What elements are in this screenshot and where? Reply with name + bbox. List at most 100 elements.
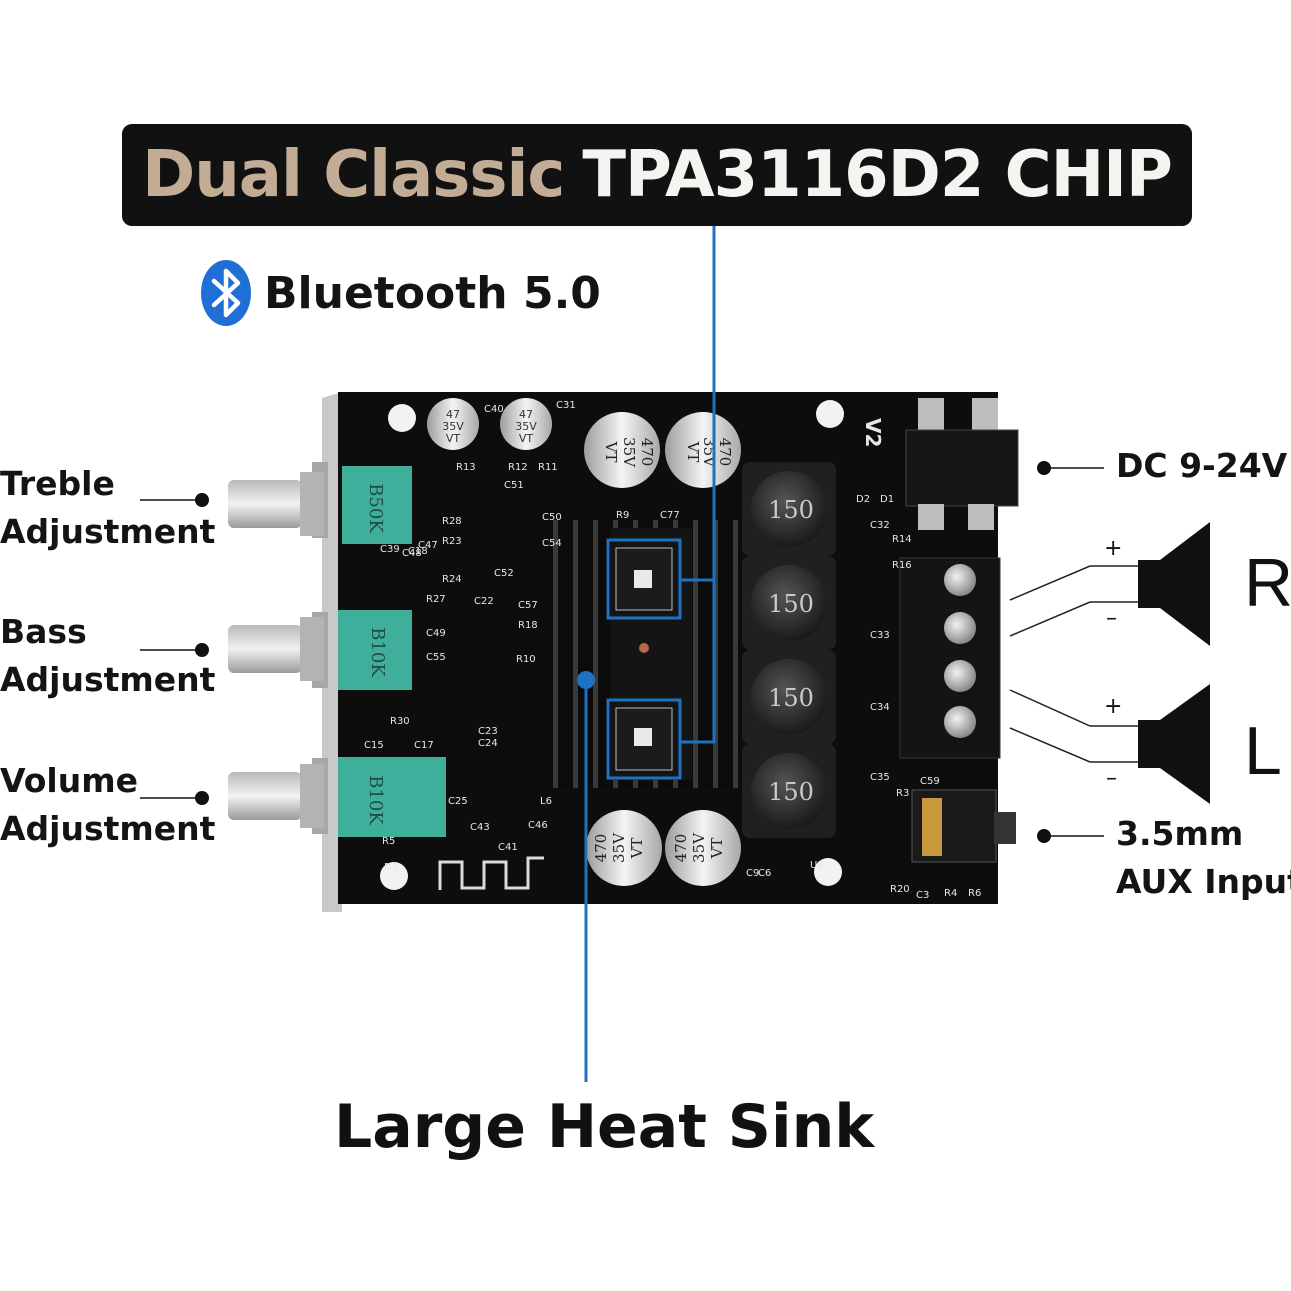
- aux-callout: 3.5mm AUX Input: [1116, 810, 1291, 906]
- big-cap-3-voltage: 35V: [610, 832, 628, 863]
- volume-callout: Volume Adjustment: [0, 757, 215, 853]
- big-cap-1-value: 470: [638, 438, 656, 467]
- aux-jack: [911, 789, 1016, 863]
- heat-sink-label: Large Heat Sink: [334, 1092, 875, 1162]
- right-plus-sign: +: [1104, 536, 1123, 561]
- component-ref-label: C17: [414, 740, 434, 751]
- small-cap-b-voltage: 35V: [515, 420, 537, 433]
- right-minus-sign: –: [1106, 606, 1117, 631]
- component-ref-label: C6: [758, 868, 772, 879]
- component-ref-label: D2: [856, 494, 871, 505]
- component-ref-label: C48: [402, 548, 422, 559]
- component-ref-label: R30: [390, 716, 410, 727]
- component-ref-label: C35: [870, 772, 890, 783]
- large-capacitors: [584, 412, 741, 886]
- big-cap-4-series: VT: [708, 838, 726, 860]
- dc-callout: DC 9-24V: [1116, 446, 1288, 485]
- component-ref-label: C18: [408, 546, 428, 557]
- component-ref-label: C46: [528, 820, 548, 831]
- bass-label-line2: Adjustment: [0, 660, 216, 699]
- component-ref-label: R24: [442, 574, 462, 585]
- component-ref-label: U1: [810, 860, 824, 871]
- component-ref-label: C25: [448, 796, 468, 807]
- big-cap-2-value: 470: [716, 438, 734, 467]
- dc-jack: [905, 398, 1019, 530]
- component-ref-label: C23: [478, 726, 498, 737]
- bluetooth-feature: Bluetooth 5.0: [200, 258, 601, 328]
- component-ref-label: C54: [542, 538, 562, 549]
- component-ref-label: R6: [968, 888, 982, 899]
- pot-label-treble: B50K: [365, 483, 386, 533]
- terminal-block: [899, 557, 1001, 759]
- big-cap-4-value: 470: [672, 834, 690, 863]
- component-ref-label: C39: [380, 544, 400, 555]
- component-ref-label: C34: [870, 702, 890, 713]
- component-ref-label: R14: [892, 534, 912, 545]
- inductor-label-2: 150: [768, 590, 814, 618]
- amplifier-chips: [615, 547, 673, 771]
- small-cap-b-value: 47: [519, 408, 533, 421]
- treble-label-line1: Treble: [0, 464, 115, 503]
- potentiometer-knobs: [228, 472, 324, 828]
- bass-callout: Bass Adjustment: [0, 608, 215, 704]
- component-ref-label: C41: [498, 842, 518, 853]
- bass-label-line1: Bass: [0, 612, 87, 651]
- blue-pointer-lines: [584, 226, 716, 1082]
- component-ref-label: R11: [538, 462, 558, 473]
- inductors: [742, 462, 836, 838]
- left-minus-sign: –: [1106, 766, 1117, 791]
- component-ref-label: C43: [470, 822, 490, 833]
- board-version: V2: [861, 418, 885, 447]
- inductor-label-3: 150: [768, 684, 814, 712]
- component-ref-label: C77: [660, 510, 680, 521]
- component-ref-label: C24: [478, 738, 498, 749]
- big-cap-2-series: VT: [684, 441, 702, 463]
- component-ref-label: R16: [892, 560, 912, 571]
- small-cap-b-series: VT: [519, 432, 534, 445]
- component-ref-label: C9: [746, 868, 760, 879]
- treble-callout: Treble Adjustment: [0, 460, 215, 556]
- component-ref-label: C33: [870, 630, 890, 641]
- component-ref-label: R5: [382, 836, 396, 847]
- banner-title: Dual Classic TPA3116D2 CHIP: [122, 124, 1192, 226]
- banner-title-part2: TPA3116D2 CHIP: [582, 138, 1173, 212]
- pot-label-volume: B10K: [365, 775, 386, 825]
- component-ref-label: C50: [542, 512, 562, 523]
- right-channel-label: R: [1244, 545, 1291, 621]
- small-cap-a-voltage: 35V: [442, 420, 464, 433]
- component-ref-label: R3: [896, 788, 910, 799]
- heat-sink-pointer-dot: [577, 671, 595, 689]
- component-ref-label: R28: [442, 516, 462, 527]
- component-ref-label: C32: [870, 520, 890, 531]
- component-ref-label: R13: [456, 462, 476, 473]
- component-ref-label: R12: [508, 462, 528, 473]
- component-ref-label: C3: [916, 890, 930, 901]
- component-ref-label: C47: [418, 540, 438, 551]
- bluetooth-icon: [201, 260, 251, 326]
- treble-label-line2: Adjustment: [0, 512, 216, 551]
- component-ref-label: R4: [944, 888, 958, 899]
- component-ref-label: C15: [364, 740, 384, 751]
- title-banner: Dual Classic TPA3116D2 CHIP: [122, 124, 1192, 226]
- component-ref-label: R27: [426, 594, 446, 605]
- component-ref-label: C57: [518, 600, 538, 611]
- component-ref-label: R9: [616, 510, 630, 521]
- volume-label-line2: Adjustment: [0, 809, 216, 848]
- callout-dots: [195, 461, 1051, 843]
- pot-label-bass: B10K: [367, 627, 388, 677]
- bluetooth-label: Bluetooth 5.0: [264, 267, 601, 319]
- inductor-label-4: 150: [768, 778, 814, 806]
- speaker-left-icon: [1138, 684, 1210, 804]
- aux-label-line1: 3.5mm: [1116, 814, 1244, 853]
- component-ref-label: C55: [426, 652, 446, 663]
- component-ref-label: D3: [384, 862, 399, 873]
- component-ref-label: C49: [426, 628, 446, 639]
- component-ref-label: C59: [920, 776, 940, 787]
- big-cap-1-voltage: 35V: [620, 437, 638, 468]
- speaker-wires: [1009, 565, 1138, 763]
- left-plus-sign: +: [1104, 694, 1123, 719]
- big-cap-1-series: VT: [602, 441, 620, 463]
- mounting-holes: [380, 400, 844, 890]
- big-cap-3-value: 470: [592, 834, 610, 863]
